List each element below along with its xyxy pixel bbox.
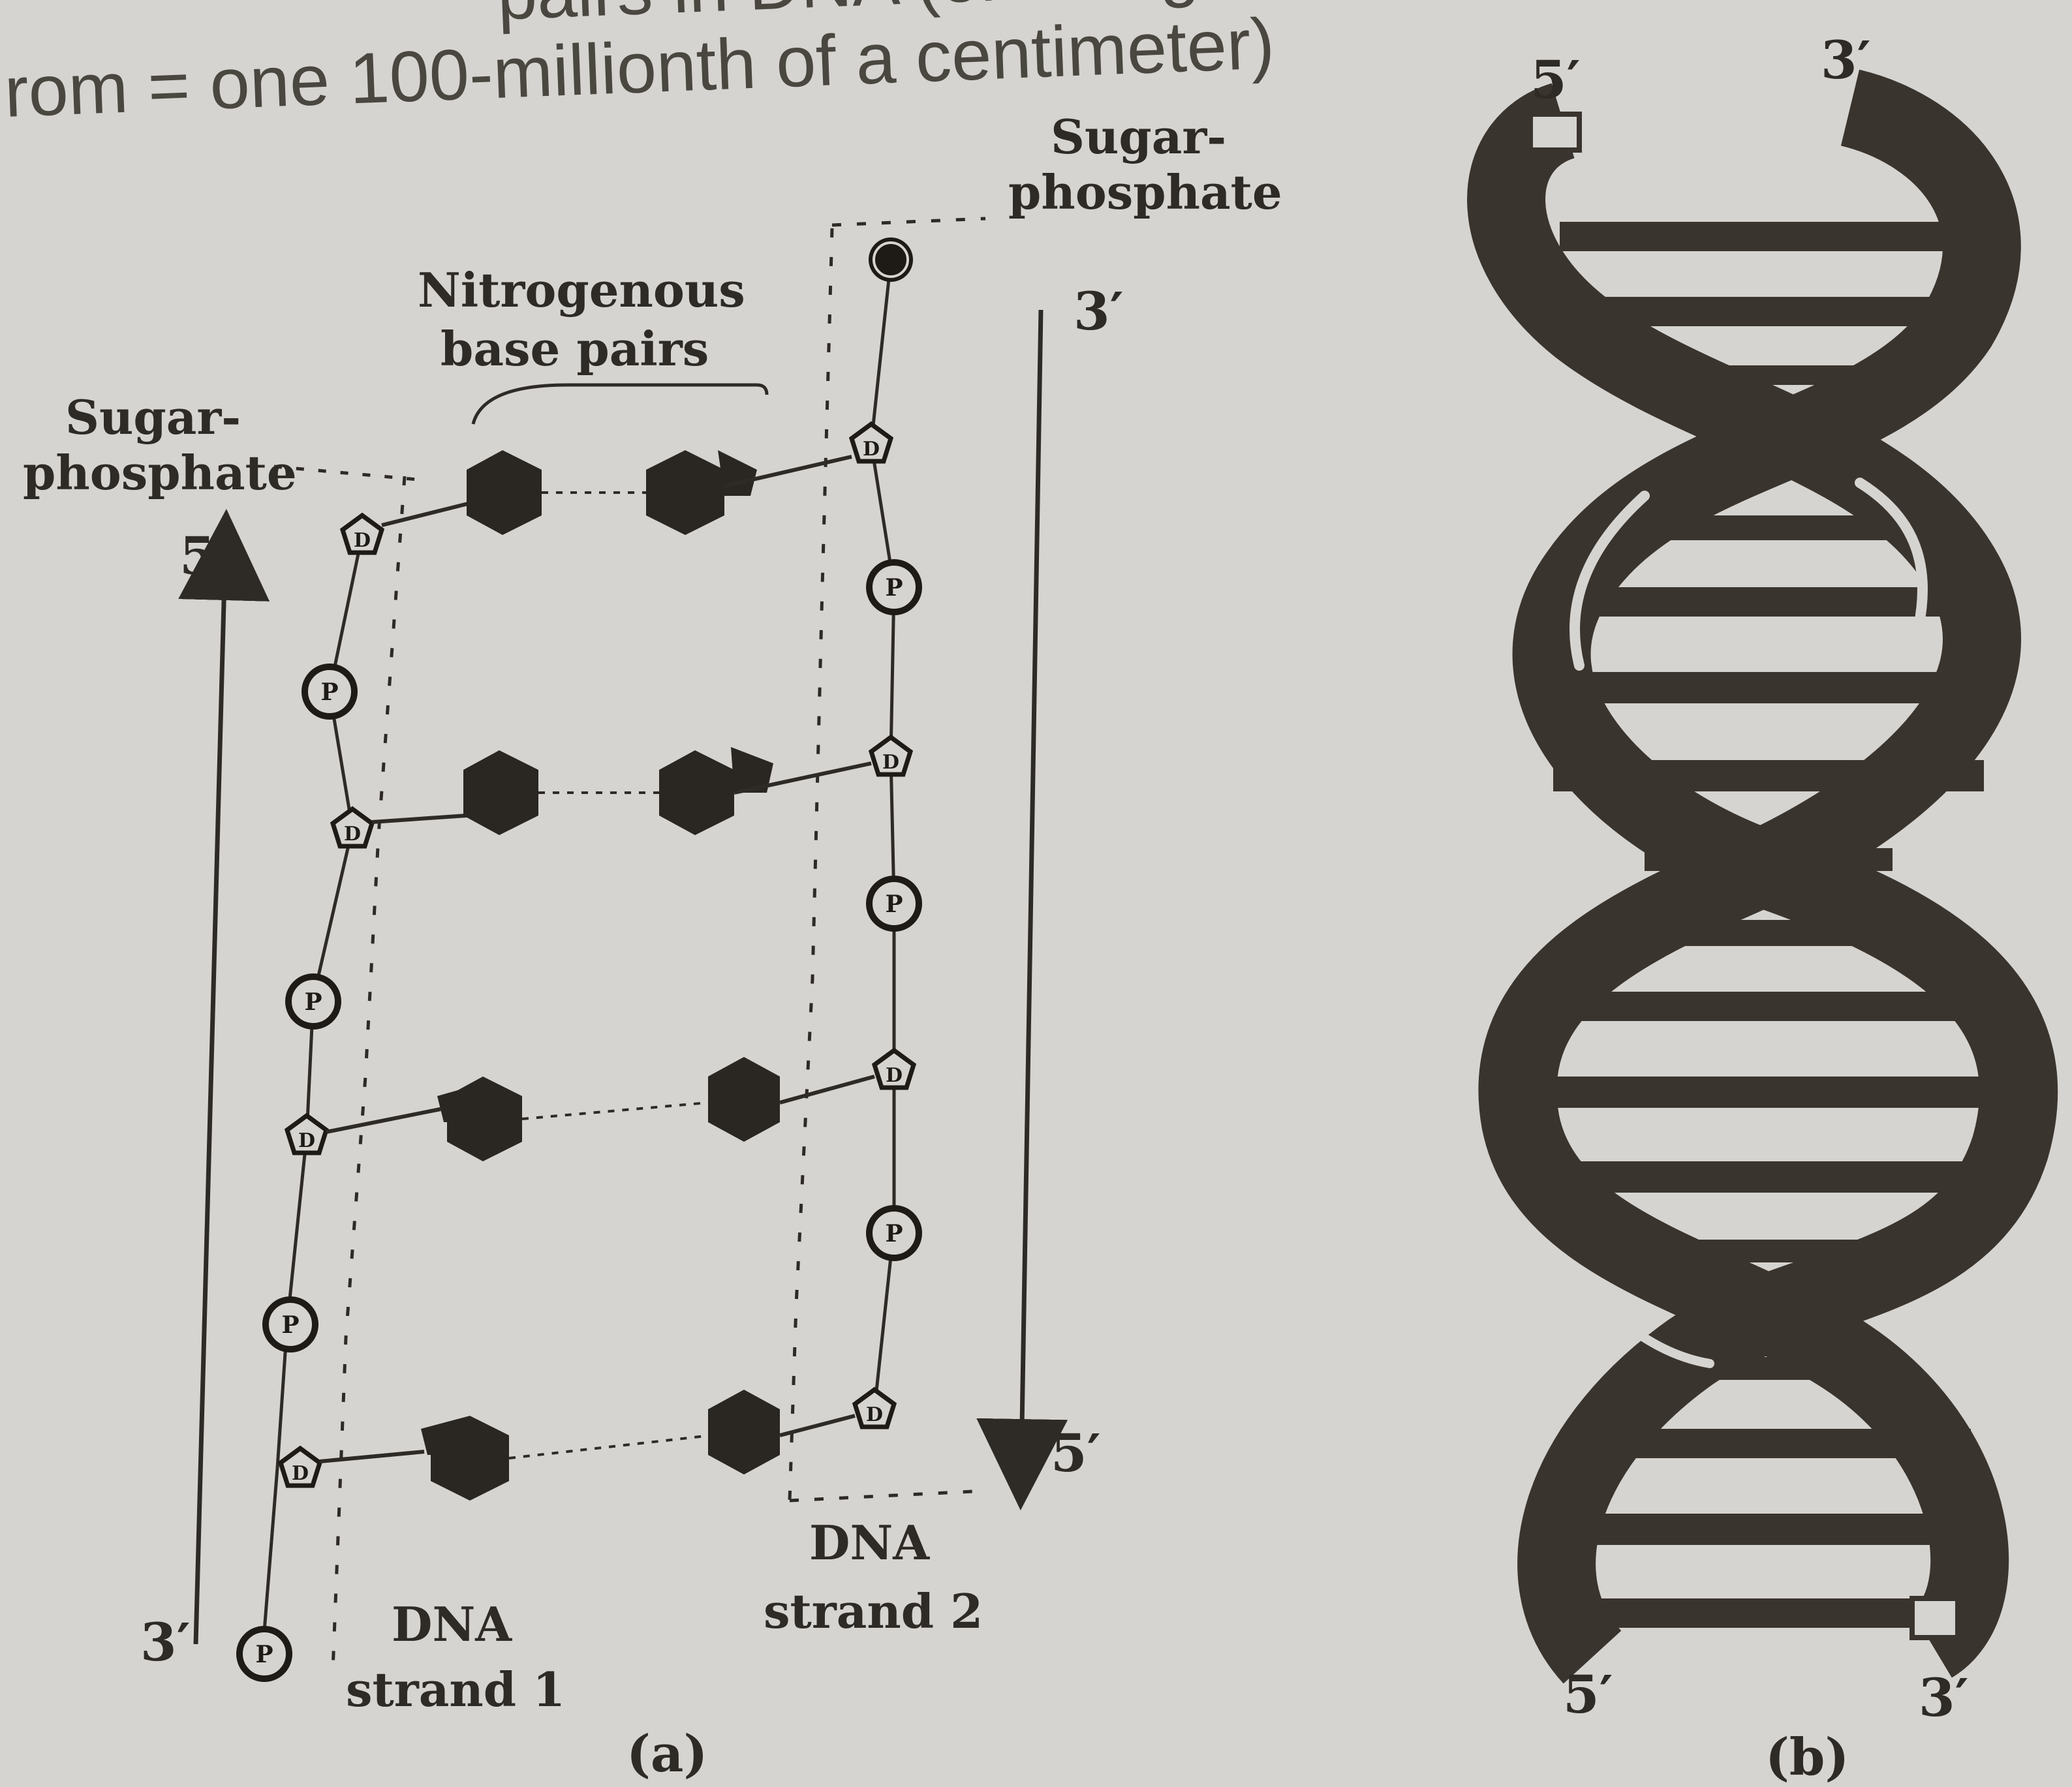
strand1-direction-arrow	[196, 555, 225, 1644]
strand2-3-prime: 3′	[1074, 281, 1124, 342]
phosphate-label: P	[320, 679, 338, 706]
phosphate-label: P	[885, 891, 903, 918]
strand2-5-prime: 5′	[1051, 1422, 1101, 1484]
strand-end-cap-bottom-right	[1912, 1598, 1958, 1638]
phosphate-label: P	[281, 1311, 299, 1339]
base-pairs-bracket	[473, 385, 767, 424]
sugar-group: D	[287, 1116, 326, 1153]
sugar-groups: D D D D D D D D	[281, 424, 914, 1486]
phosphate-label: P	[304, 988, 322, 1016]
sugar-label: D	[298, 1129, 315, 1152]
strand1-label-line2: strand 1	[346, 1662, 565, 1717]
sugar-label: D	[344, 823, 361, 846]
phosphate-group: P	[305, 667, 354, 716]
sugar-label: D	[354, 529, 371, 552]
sugar-group: D	[333, 809, 372, 846]
nitrogenous-label-line1: Nitrogenous	[418, 262, 745, 318]
sugar-phosphate-label-top-line2: phosphate	[1008, 164, 1282, 220]
base-pair	[320, 1390, 855, 1501]
phosphate-group: P	[240, 1629, 289, 1679]
phosphate-group: P	[266, 1300, 315, 1349]
bottom-dashed-leader	[790, 1491, 985, 1501]
base-pairs	[320, 450, 874, 1501]
sugar-group: D	[874, 1050, 914, 1088]
helix-top-right-3-prime: 3′	[1821, 29, 1871, 91]
base-pair	[326, 1057, 874, 1161]
phosphate-group: P	[869, 1208, 919, 1258]
strand2-direction-arrow	[1021, 310, 1041, 1465]
sugar-group: D	[343, 515, 382, 553]
sugar-label: D	[292, 1462, 309, 1485]
sugar-phosphate-label-left-line1: Sugar-	[65, 389, 241, 445]
phosphate-group: P	[869, 879, 919, 928]
sugar-group: D	[852, 424, 891, 461]
phosphate-groups: P P P P P P P	[240, 237, 919, 1679]
helix-bottom-left-5-prime: 5′	[1563, 1664, 1613, 1725]
strand1-5-prime: 5′	[179, 525, 230, 587]
top-dashed-leader	[832, 219, 985, 225]
panel-b: 5′ 3′ 5′ 3′ (b)	[1506, 29, 2018, 1787]
phosphate-label: P	[885, 1220, 903, 1247]
strand1-dashed-outline	[333, 476, 405, 1670]
phosphate-group: P	[288, 977, 338, 1026]
panel-a: P P P P P P P D D D D D D D D	[23, 109, 1282, 1784]
helix-bottom-right-3-prime: 3′	[1919, 1667, 1969, 1728]
strand2-label-line2: strand 2	[764, 1583, 983, 1639]
base-pair	[372, 747, 871, 835]
phosphate-label: P	[255, 1641, 273, 1668]
helix-top-left-5-prime: 5′	[1530, 49, 1581, 110]
strand1-3-prime: 3′	[140, 1611, 191, 1673]
nitrogenous-label-line2: base pairs	[441, 321, 709, 376]
sugar-phosphate-label-top-line1: Sugar-	[1051, 109, 1226, 164]
phosphate-group	[869, 237, 913, 282]
base-pair	[382, 450, 852, 535]
strand-end-cap-top-left	[1530, 114, 1579, 150]
sugar-group: D	[855, 1390, 894, 1427]
panel-b-caption: (b)	[1765, 1728, 1849, 1787]
panel-a-caption: (a)	[626, 1724, 707, 1784]
strand1-label-line1: DNA	[392, 1596, 512, 1652]
strand2-label-line1: DNA	[809, 1515, 930, 1570]
phosphate-group: P	[869, 562, 919, 612]
sugar-group: D	[871, 737, 910, 774]
sugar-phosphate-label-left-line2: phosphate	[23, 445, 297, 500]
sugar-label: D	[863, 438, 880, 461]
strand2-dashed-outline	[790, 228, 832, 1501]
sugar-label: D	[882, 751, 899, 774]
sugar-label: D	[886, 1064, 903, 1087]
sugar-group: D	[281, 1448, 320, 1486]
phosphate-label: P	[885, 574, 903, 602]
sugar-label: D	[866, 1403, 883, 1426]
